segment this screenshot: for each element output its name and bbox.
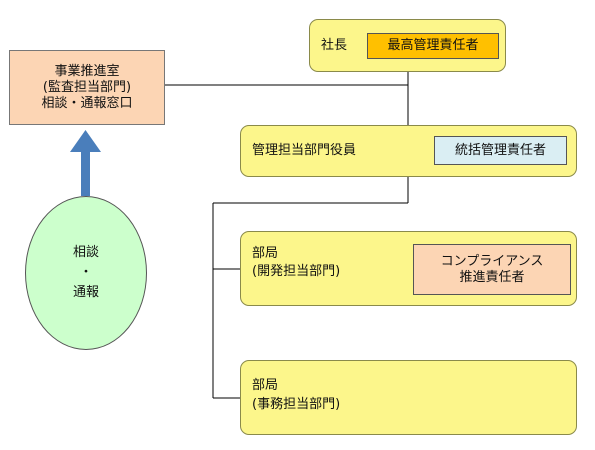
- promotion-office-title: 事業推進室: [54, 63, 120, 79]
- compliance-officer-line1: コンプライアンス: [440, 253, 544, 269]
- report-circle-line2: ・: [79, 265, 93, 280]
- management-officer-box: 管理担当部門役員 統括管理責任者: [240, 125, 577, 177]
- report-circle-line1: 相談: [72, 245, 99, 260]
- management-officer-role-badge: 統括管理責任者: [434, 136, 567, 165]
- report-circle-line3: 通報: [72, 285, 99, 300]
- report-consult-circle: 相談 ・ 通報: [25, 196, 147, 350]
- president-role-badge: 最高管理責任者: [367, 33, 499, 59]
- arrow-shaft: [81, 151, 90, 196]
- management-officer-label: 管理担当部門役員: [252, 143, 357, 158]
- promotion-office-subtitle: (監査担当部門): [42, 79, 132, 95]
- dev-dept-subtitle: (開発担当部門): [252, 264, 341, 279]
- compliance-officer-badge: コンプライアンス 推進責任者: [413, 244, 571, 295]
- dev-dept-title: 部局: [252, 246, 279, 261]
- admin-dept-subtitle: (事務担当部門): [252, 397, 341, 412]
- compliance-officer-line2: 推進責任者: [459, 269, 525, 285]
- promotion-office-contact: 相談・通報窓口: [41, 95, 133, 111]
- president-box: 社長 最高管理責任者: [309, 19, 506, 72]
- admin-dept-title: 部局: [252, 378, 279, 393]
- arrow-head: [70, 130, 101, 152]
- president-label: 社長: [321, 38, 348, 53]
- admin-dept-box: 部局 (事務担当部門): [240, 360, 577, 435]
- dev-dept-box: 部局 (開発担当部門) コンプライアンス 推進責任者: [240, 231, 577, 306]
- promotion-office-box: 事業推進室 (監査担当部門) 相談・通報窓口: [9, 50, 165, 125]
